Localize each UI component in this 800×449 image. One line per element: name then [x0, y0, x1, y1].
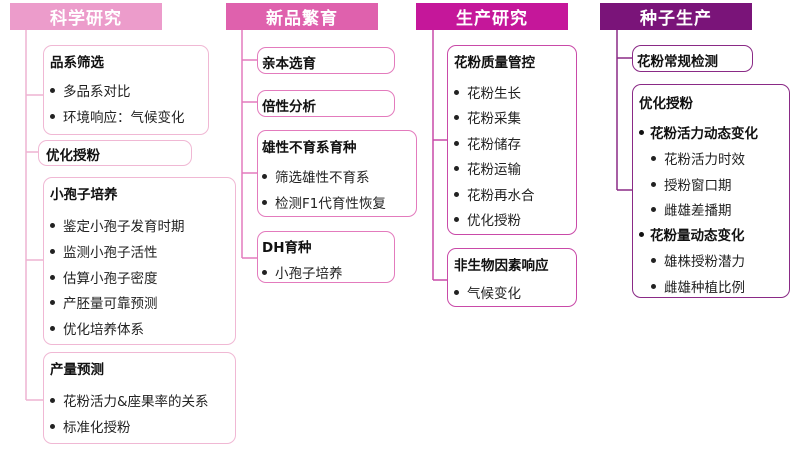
- bullet-icon: [651, 181, 656, 187]
- bullet-icon: [454, 165, 459, 171]
- list-item: 雌雄种植比例: [651, 276, 745, 296]
- box-title-dh-breeding: DH育种: [262, 240, 312, 256]
- bullet-icon: [639, 231, 644, 237]
- box-microspore-culture: [43, 177, 236, 345]
- header-science-research: 科学研究: [10, 3, 162, 30]
- bullet-icon: [454, 140, 459, 146]
- list-item: 雄株授粉潜力: [651, 250, 745, 270]
- list-item: 花粉生长: [454, 82, 521, 102]
- list-item: 花粉运输: [454, 158, 521, 178]
- bullet-icon: [50, 397, 55, 403]
- box-title-ploidy-analysis: 倍性分析: [262, 99, 316, 115]
- col4-connectors: [616, 30, 632, 191]
- box-dh-breeding: [257, 231, 395, 283]
- list-item: 监测小孢子活性: [50, 241, 158, 261]
- bullet-icon: [651, 283, 656, 289]
- col3-connectors: [432, 30, 447, 281]
- header-seed-production: 种子生产: [600, 3, 752, 30]
- bullet-icon: [651, 257, 656, 263]
- list-item: 环境响应：气候变化: [50, 106, 185, 126]
- bullet-icon: [454, 289, 459, 295]
- bullet-icon: [50, 423, 55, 429]
- list-item: 花粉储存: [454, 133, 521, 153]
- box-male-sterile-breeding: [257, 130, 417, 217]
- bullet-icon: [50, 87, 55, 93]
- list-item: 产胚量可靠预测: [50, 292, 158, 312]
- box-title-microspore-culture: 小孢子培养: [50, 187, 118, 203]
- list-item: 优化培养体系: [50, 318, 144, 338]
- box-optimize-pollination: [38, 140, 192, 166]
- bullet-icon: [50, 274, 55, 280]
- box-line-screening: [43, 45, 209, 135]
- bullet-icon: [651, 155, 656, 161]
- box-title-yield-prediction: 产量预测: [50, 362, 104, 378]
- bullet-icon: [50, 325, 55, 331]
- box-yield-prediction: [43, 352, 236, 444]
- bullet-icon: [454, 191, 459, 197]
- bullet-icon: [50, 299, 55, 305]
- box-pollen-quality-control: [447, 45, 577, 235]
- list-item: 优化授粉: [454, 209, 521, 229]
- box-title-optimize-pollination: 优化授粉: [46, 148, 100, 164]
- box-title-parent-breeding: 亲本选育: [262, 56, 316, 72]
- box-title-optimize-pollination-seed: 优化授粉: [639, 96, 693, 112]
- col1-connectors: [25, 30, 43, 401]
- bullet-icon: [262, 173, 267, 179]
- list-item: 筛选雄性不育系: [262, 166, 370, 186]
- box-title-abiotic-response: 非生物因素响应: [454, 258, 549, 274]
- bullet-icon: [454, 89, 459, 95]
- list-item: 气候变化: [454, 282, 521, 302]
- list-item: 多品系对比: [50, 80, 131, 100]
- bullet-icon: [50, 222, 55, 228]
- bullet-icon: [454, 114, 459, 120]
- box-title-pollen-routine-test: 花粉常规检测: [637, 54, 718, 70]
- list-item: 授粉窗口期: [651, 174, 732, 194]
- box-title-pollen-quality-control: 花粉质量管控: [454, 55, 535, 71]
- box-ploidy-analysis: [257, 90, 395, 117]
- col2-connectors: [241, 30, 257, 259]
- header-new-variety-breeding: 新品繁育: [226, 3, 378, 30]
- list-item: 标准化授粉: [50, 416, 131, 436]
- bullet-icon: [262, 199, 267, 205]
- box-parent-breeding: [257, 47, 395, 74]
- box-abiotic-response: [447, 248, 577, 307]
- list-item: 检测F1代育性恢复: [262, 192, 386, 212]
- bullet-icon: [639, 129, 644, 135]
- list-item: 花粉再水合: [454, 184, 535, 204]
- box-pollen-routine-test: [632, 45, 753, 72]
- list-item: 鉴定小孢子发育时期: [50, 215, 185, 235]
- bullet-icon: [50, 248, 55, 254]
- header-production-research: 生产研究: [416, 3, 568, 30]
- bullet-icon: [651, 206, 656, 212]
- box-title-male-sterile-breeding: 雄性不育系育种: [262, 140, 357, 156]
- list-item: 小孢子培养: [262, 262, 343, 282]
- box-title-line-screening: 品系筛选: [50, 55, 104, 71]
- group-title-pollen-amount: 花粉量动态变化: [639, 224, 745, 244]
- list-item: 花粉活力时效: [651, 148, 745, 168]
- list-item: 花粉采集: [454, 107, 521, 127]
- list-item: 雌雄差播期: [651, 199, 732, 219]
- bullet-icon: [454, 216, 459, 222]
- bullet-icon: [50, 113, 55, 119]
- list-item: 花粉活力&座果率的关系: [50, 390, 209, 410]
- group-title-pollen-viability: 花粉活力动态变化: [639, 122, 758, 142]
- bullet-icon: [262, 269, 267, 275]
- box-optimize-pollination-seed: [632, 84, 790, 298]
- list-item: 估算小孢子密度: [50, 267, 158, 287]
